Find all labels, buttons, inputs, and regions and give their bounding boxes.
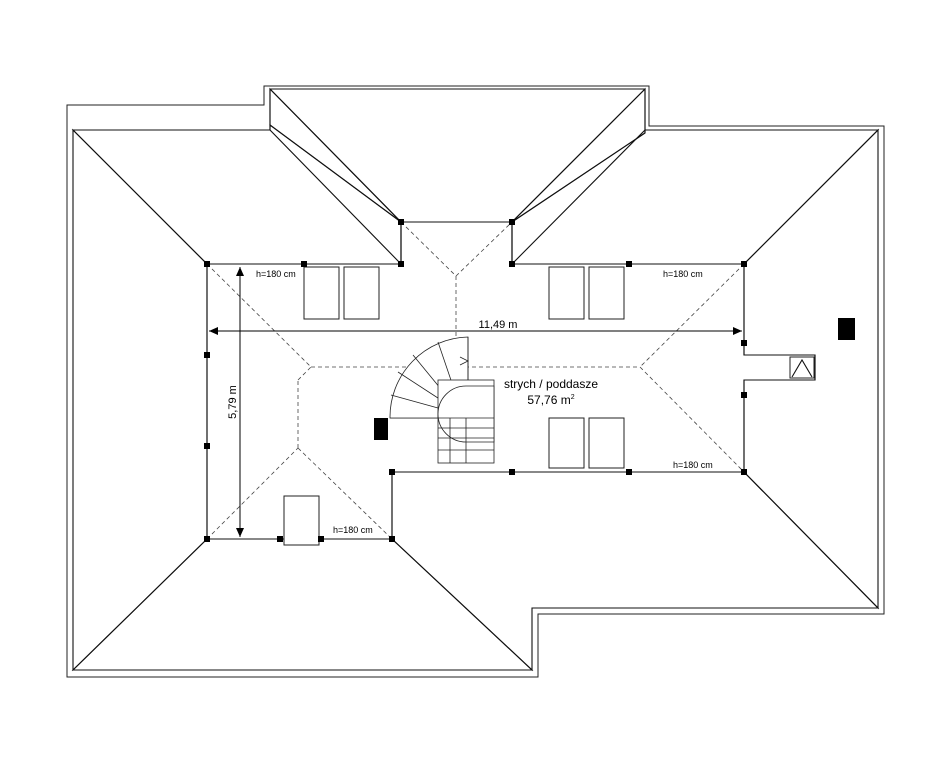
width-dimension-label: 11,49 m bbox=[479, 319, 518, 331]
roof-window bbox=[283, 495, 320, 546]
chimneys bbox=[374, 318, 855, 440]
roof-slope-bottom-right bbox=[391, 471, 880, 672]
roof-projection-lines bbox=[206, 221, 745, 540]
roof-slope-bottom-left bbox=[71, 538, 534, 671]
roof-window bbox=[588, 417, 625, 469]
roof-window bbox=[548, 417, 585, 469]
height-label-bottom-right: h=180 cm bbox=[673, 460, 713, 470]
structural-posts bbox=[204, 219, 747, 542]
roof-window bbox=[548, 266, 585, 320]
room-area-value: 57,76 m bbox=[527, 393, 570, 407]
dimension-width bbox=[209, 327, 742, 335]
roof-window bbox=[588, 266, 625, 320]
room-name: strych / poddasze bbox=[504, 377, 598, 391]
height-label-bottom-left: h=180 cm bbox=[333, 525, 373, 535]
roof-window bbox=[343, 266, 380, 320]
dimension-depth bbox=[236, 267, 244, 537]
depth-dimension-label: 5,79 m bbox=[227, 385, 239, 419]
attic-floor bbox=[206, 221, 816, 540]
roof-hatch bbox=[789, 356, 815, 379]
chimney bbox=[374, 418, 388, 440]
spiral-staircase bbox=[389, 336, 495, 464]
height-label-top-right: h=180 cm bbox=[663, 269, 703, 279]
roof-slope-top-right bbox=[511, 129, 880, 265]
roof-window bbox=[303, 266, 340, 320]
roof-slope-left bbox=[72, 128, 208, 672]
roof-slope-top-center bbox=[269, 88, 646, 223]
height-label-top-left: h=180 cm bbox=[256, 269, 296, 279]
outer-outline bbox=[66, 85, 885, 678]
valley-overlay bbox=[269, 87, 646, 266]
roof-slope-top-left bbox=[71, 123, 402, 265]
room-area-superscript: 2 bbox=[571, 394, 575, 401]
room-area: 57,76 m2 bbox=[527, 393, 574, 407]
chimney bbox=[838, 318, 855, 340]
roof-windows bbox=[283, 266, 625, 546]
